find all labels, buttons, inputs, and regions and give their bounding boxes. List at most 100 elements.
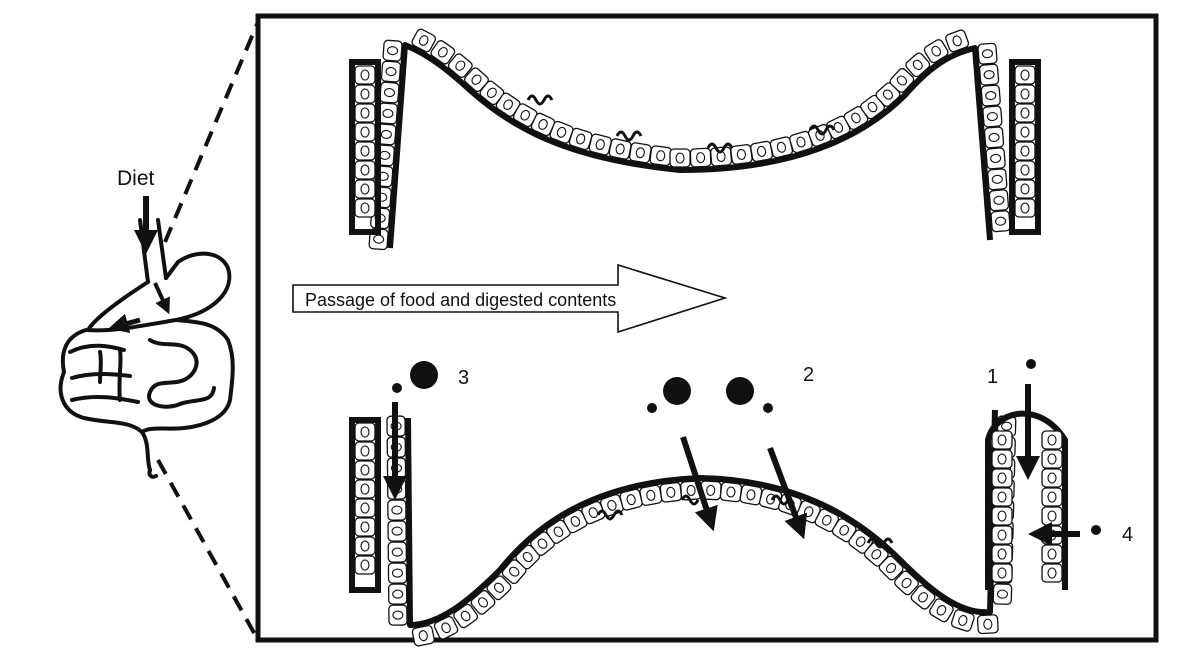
passage-arrow [292, 263, 728, 334]
epithelial-cell [354, 103, 376, 123]
route2-arrow-a [680, 436, 718, 532]
epithelial-cell [354, 555, 376, 575]
epithelial-cell [945, 29, 970, 53]
detail-frame [255, 13, 1159, 643]
epithelial-cell [354, 198, 376, 218]
epithelial-cell [1041, 430, 1063, 450]
zoom-line-bottom [156, 459, 260, 641]
epithelial-cell [354, 122, 376, 142]
epithelial-cell [983, 126, 1005, 149]
epithelial-cell [992, 583, 1013, 605]
epithelial-cell [486, 575, 512, 601]
epithelial-cell [453, 603, 479, 629]
epithelial-cell [411, 28, 437, 53]
epithelial-cell [739, 484, 763, 506]
epithelial-cell [470, 590, 496, 615]
route2-label: 2 [803, 364, 814, 386]
epithelial-cell [377, 102, 398, 125]
epithelial-cell [1014, 84, 1036, 104]
epithelial-cell [354, 517, 376, 537]
epithelial-cell [1014, 103, 1036, 123]
diet-label: Diet [117, 167, 155, 190]
epithelial-cell [976, 614, 999, 635]
epithelial-cell [1014, 198, 1036, 218]
epithelial-cell [430, 40, 456, 65]
epithelial-cell [447, 53, 473, 78]
epithelial-cell [991, 563, 1013, 583]
epithelial-cell [568, 127, 593, 151]
epithelial-cell [354, 498, 376, 518]
route1-particle [1026, 359, 1036, 369]
epithelial-cell [982, 105, 1003, 128]
epithelial-cell [991, 525, 1013, 545]
epithelial-cell [1014, 141, 1036, 161]
top-crypt-cells [354, 65, 1036, 218]
epithelial-cell [991, 449, 1013, 469]
epithelial-cell [985, 147, 1006, 170]
route4-label: 4 [1122, 524, 1133, 546]
top-right-crypt-wall [1009, 59, 1041, 235]
bottom-junctions [596, 494, 894, 549]
epithelial-cell [354, 179, 376, 199]
epithelial-cell [354, 160, 376, 180]
epithelial-cell [1041, 449, 1063, 469]
bottom-left-villus-wall [349, 417, 381, 593]
epithelial-cell [710, 146, 733, 167]
epithelial-cell [380, 60, 402, 83]
route2-large-particle-a [663, 377, 691, 405]
epithelial-cell [929, 598, 954, 623]
epithelial-cell [387, 520, 407, 542]
epithelial-cell [1041, 506, 1063, 526]
epithelial-cell [905, 52, 931, 78]
top-left-crypt-wall [349, 59, 381, 235]
epithelial-cell [950, 609, 975, 632]
route2-small-particle-b [763, 403, 773, 413]
epithelial-cell [980, 84, 1001, 107]
epithelial-cell [563, 509, 588, 534]
epithelial-cell [1014, 160, 1036, 180]
zoom-line-top [163, 21, 260, 243]
stomach-arrow [153, 282, 170, 315]
epithelial-cell [878, 555, 904, 581]
epithelial-cell [875, 82, 901, 107]
epithelial-cell [1041, 468, 1063, 488]
epithelial-cell [894, 570, 919, 596]
route1-label: 1 [987, 366, 998, 388]
epithelial-cell [991, 544, 1013, 564]
epithelial-cell [387, 541, 408, 563]
epithelial-cell [669, 148, 691, 168]
top-cell-layer [368, 28, 1011, 251]
epithelial-cell [530, 112, 556, 137]
epithelial-cell [991, 487, 1013, 507]
epithelial-cell [354, 422, 376, 442]
epithelial-cell [991, 430, 1013, 450]
epithelial-cell [987, 168, 1008, 191]
epithelial-cell [814, 508, 840, 533]
top-epithelium [349, 28, 1041, 251]
epithelial-cell [354, 65, 376, 85]
top-junctions [526, 94, 836, 154]
route4-particle [1091, 525, 1101, 535]
epithelial-cell [354, 536, 376, 556]
epithelial-cell [1041, 487, 1063, 507]
epithelial-cell [354, 84, 376, 104]
epithelial-cell [758, 488, 783, 511]
epithelial-cell [1014, 65, 1036, 85]
passage-label: Passage of food and digested contents [305, 290, 616, 310]
epithelial-cell [979, 63, 1000, 86]
route2-small-particle-a [647, 403, 657, 413]
epithelial-cell [382, 39, 403, 62]
epithelial-cell [789, 130, 813, 154]
route2-arrow-b [767, 446, 808, 540]
epithelial-cell [991, 468, 1013, 488]
epithelial-cell [354, 479, 376, 499]
epithelial-cell [719, 481, 743, 503]
bottom-epithelium [349, 409, 1068, 647]
intestine-arrow [108, 313, 141, 334]
epithelial-cell [588, 133, 612, 156]
epithelial-cell [889, 68, 915, 93]
epithelial-cell [354, 441, 376, 461]
route3-large-particle [410, 361, 438, 389]
epithelial-cell [689, 147, 712, 168]
